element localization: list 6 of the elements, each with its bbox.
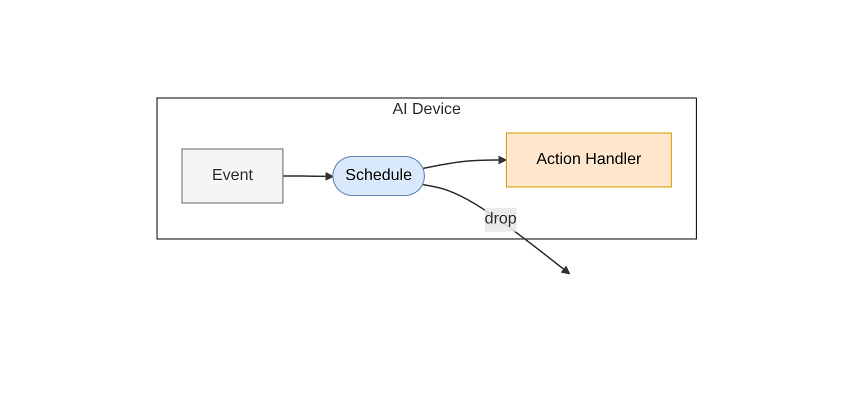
node-box: Event	[181, 148, 284, 203]
edge-label: drop	[484, 210, 517, 228]
arrow	[422, 155, 507, 169]
arrow	[422, 183, 570, 274]
arrow	[282, 171, 334, 180]
node-box: Action Handler	[506, 132, 672, 187]
